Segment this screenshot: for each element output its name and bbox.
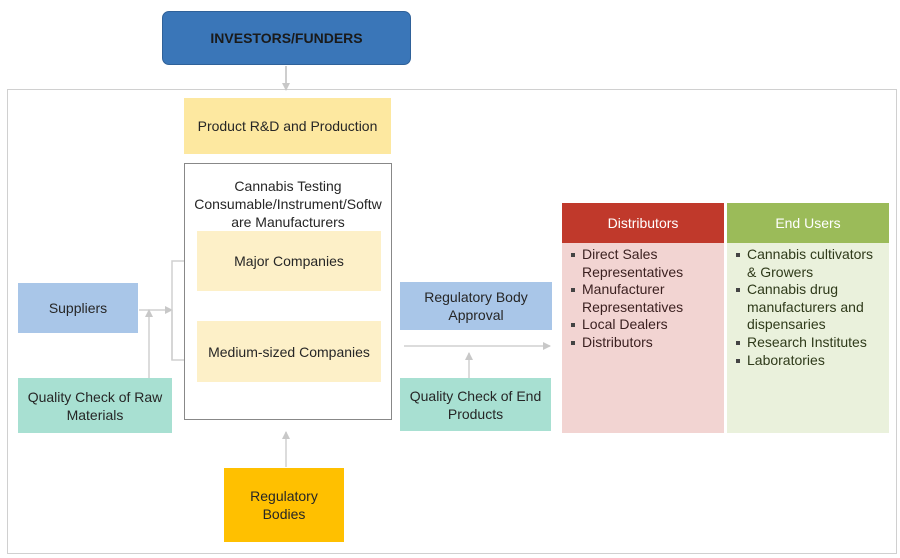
manufacturers-title: Cannabis Testing Consumable/Instrument/S… [185,177,391,231]
regulatory-bodies-line: Bodies [262,506,306,522]
medium-companies-box: Medium-sized Companies [197,321,381,382]
suppliers-box: Suppliers [18,283,138,333]
quality-check-end-line: Products [447,405,504,422]
list-item: Local Dealers [570,316,720,334]
quality-check-raw-line: Quality Check of Raw [27,388,163,405]
list-item: Distributors [570,334,720,352]
manufacturers-title-line: Consumable/Instrument/Softw [194,196,382,212]
list-item: Representatives [582,298,684,315]
regulatory-approval-line: Regulatory Body [424,289,528,305]
end-users-header: End Users [727,203,889,243]
diagram-frame [7,89,897,554]
quality-check-end-box: Quality Check of End Products [400,378,551,431]
suppliers-label: Suppliers [48,300,108,316]
investors-funders-box: INVESTORS/FUNDERS [162,11,411,65]
list-item: Direct Sales [570,246,720,264]
regulatory-approval-box: Regulatory Body Approval [400,282,552,330]
regulatory-bodies-box: Regulatory Bodies [224,468,344,542]
regulatory-bodies-line: Regulatory [250,488,318,504]
product-rnd-box: Product R&D and Production [184,98,391,154]
list-item: & Growers [747,263,814,280]
investors-funders-label: INVESTORS/FUNDERS [210,30,363,46]
distributors-header-label: Distributors [607,215,679,231]
quality-check-raw-box: Quality Check of Raw Materials [18,378,172,433]
manufacturers-title-line: Cannabis Testing [234,178,342,194]
list-item: Cannabis drug [735,281,885,299]
list-item: Laboratories [735,352,885,370]
quality-check-raw-line: Materials [66,406,124,423]
quality-check-end-line: Quality Check of End [409,387,542,404]
list-item: Manufacturer [570,281,720,299]
list-item: dispensaries [747,316,826,333]
distributors-header: Distributors [562,203,724,243]
major-companies-box: Major Companies [197,231,381,291]
list-item: manufacturers and [747,298,864,315]
list-item: Cannabis cultivators [735,246,885,264]
manufacturers-title-line: are Manufacturers [231,214,345,230]
end-users-header-label: End Users [775,215,841,231]
list-item: Representatives [582,263,684,280]
major-companies-label: Major Companies [234,253,344,269]
medium-companies-label: Medium-sized Companies [208,343,370,360]
regulatory-approval-line: Approval [448,307,504,323]
product-rnd-label: Product R&D and Production [197,118,378,134]
list-item: Research Institutes [735,334,885,352]
